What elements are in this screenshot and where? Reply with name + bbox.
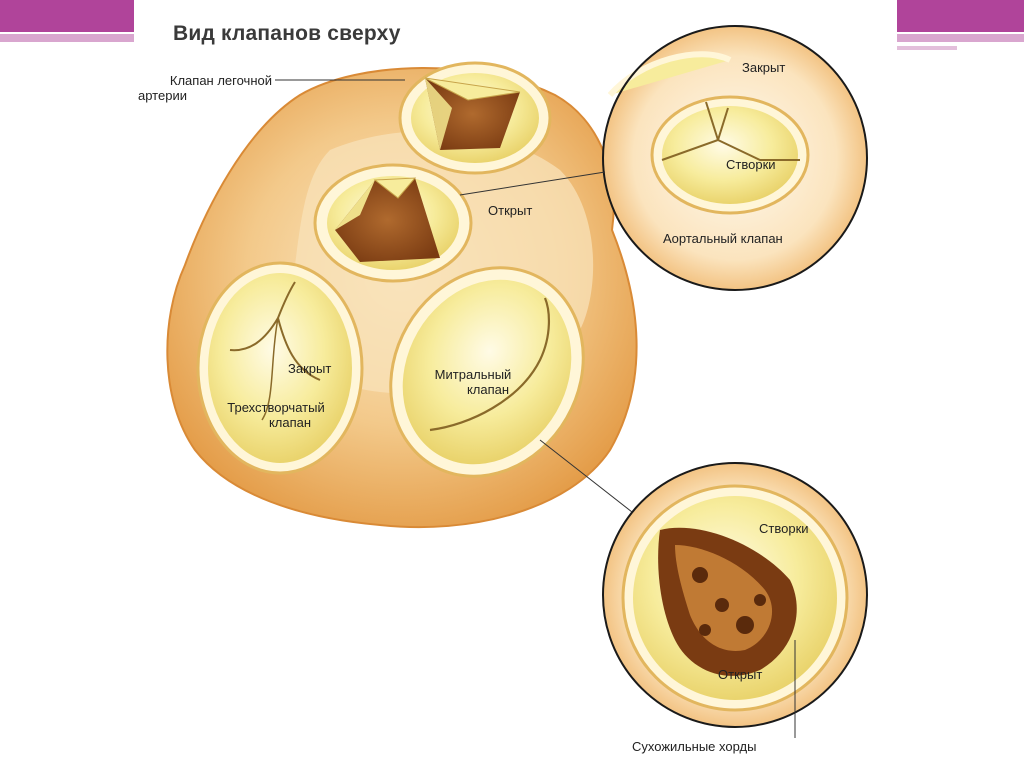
pulmonary-valve — [398, 61, 552, 175]
tricuspid-valve — [196, 261, 364, 475]
label-tricuspid-line2: клапан — [268, 415, 312, 430]
label-closed-top: Закрыт — [742, 60, 786, 75]
label-tricuspid-line1: Трехстворчатый — [227, 400, 325, 415]
label-pulmonary-valve: Клапан легочной артерии — [118, 73, 272, 103]
leader-lines — [275, 79, 796, 738]
page-title: Вид клапанов сверху — [173, 22, 401, 45]
label-closed-left: Закрыт — [288, 361, 332, 376]
label-mitral-line2: клапан — [466, 382, 510, 397]
label-cusps-bottom: Створки — [759, 521, 809, 536]
header-bar-left — [0, 0, 134, 32]
label-pulmonary-valve-line1: Клапан легочной — [169, 73, 272, 88]
header-bar-left-underline — [0, 34, 134, 42]
mitral-valve-open-inset — [602, 462, 868, 728]
label-tricuspid-valve: Трехстворчатый клапан — [212, 400, 340, 430]
label-mitral-line1: Митральный — [434, 367, 512, 382]
header-bar-right — [897, 0, 1024, 32]
label-pulmonary-valve-line2: артерии — [138, 88, 187, 103]
header-bar-right-accent — [897, 46, 957, 50]
mitral-valve — [389, 266, 585, 478]
aortic-valve-closed-inset — [602, 25, 868, 291]
header-bar-right-underline — [897, 34, 1024, 42]
label-mitral-valve: Митральный клапан — [418, 367, 528, 397]
aortic-valve — [313, 163, 473, 283]
label-cusps-top: Створки — [726, 157, 776, 172]
label-open-top: Открыт — [488, 203, 533, 218]
label-chordae: Сухожильные хорды — [632, 739, 757, 754]
label-aortic-valve: Аортальный клапан — [663, 231, 783, 246]
label-open-bottom: Открыт — [718, 667, 763, 682]
